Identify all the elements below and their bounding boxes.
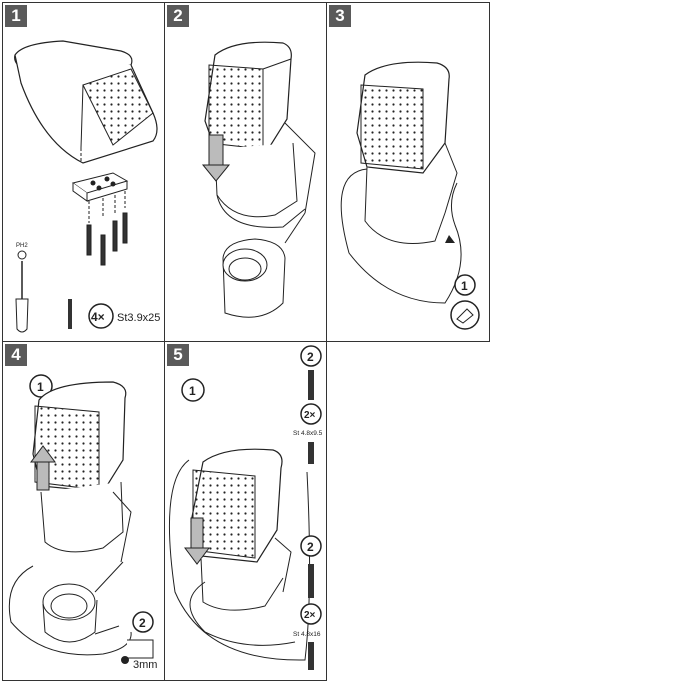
armrest-final-fix-illustration: 1 2 2× St 4.8x9.5 2 2× St 4.8x16: [168, 345, 323, 670]
armrest-exploded-illustration: PH2 4× St3.9x25: [14, 40, 160, 333]
step-4-panel: 4 1 2 3mm: [2, 341, 165, 681]
step-number: 3: [329, 5, 351, 27]
armrest-raise-illustration: 1 2 3mm: [8, 374, 157, 671]
callout-2a: 2: [307, 350, 314, 364]
step-2-panel: 2: [164, 2, 327, 342]
step-number: 5: [167, 344, 189, 366]
spec-b: St 4.8x16: [293, 631, 321, 638]
step-number: 2: [167, 5, 189, 27]
step-5-panel: 5 1 2 2× St 4.8x9.5 2 2× St 4.8x16: [164, 341, 327, 681]
callout-1: 1: [37, 380, 44, 394]
screw-spec: St3.9x25: [117, 312, 160, 324]
step-number: 4: [5, 344, 27, 366]
callout-2b: 2: [307, 540, 314, 554]
step-3-panel: 3 1: [326, 2, 490, 342]
step-1-panel: 1 PH2 4× St3.9x25: [2, 2, 165, 342]
armrest-strap-illustration: 1: [340, 61, 480, 330]
callout-1: 1: [461, 279, 468, 293]
count-b: 2×: [304, 610, 316, 621]
armrest-lowering-illustration: [201, 41, 316, 318]
callout-1: 1: [189, 384, 196, 398]
step-number: 1: [5, 5, 27, 27]
callout-2: 2: [139, 616, 146, 630]
spec-a: St 4.8x9.5: [293, 430, 323, 437]
count-a: 2×: [304, 410, 316, 421]
screw-count: 4×: [91, 310, 105, 324]
screwdriver-size-label: PH2: [16, 243, 28, 249]
tool-size-label: 3mm: [133, 659, 157, 671]
